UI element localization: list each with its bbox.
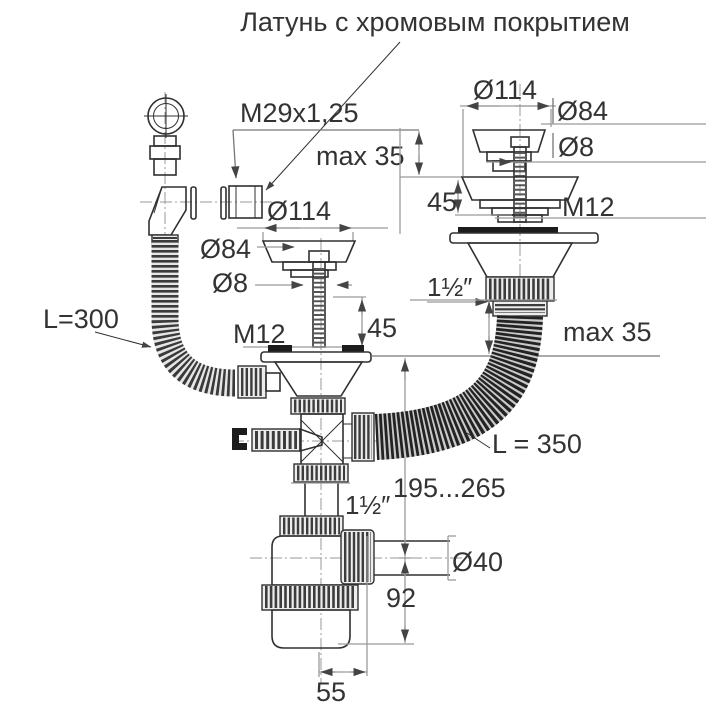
- bottle-trap: [261, 515, 450, 649]
- label-max-thickness-right: max 35: [563, 317, 652, 347]
- overflow-cap-side-view: [149, 135, 181, 176]
- label-outlet-height: 92: [386, 583, 416, 613]
- label-right-d8: Ø8: [558, 132, 594, 162]
- label-max-thickness-top: max 35: [316, 141, 405, 171]
- strainer-mid-dim114: [237, 223, 388, 241]
- label-hose-left-length: L=300: [43, 304, 119, 334]
- label-right-inch: 1½″: [427, 272, 472, 302]
- label-right-45: 45: [427, 187, 457, 217]
- label-trap-offset: 55: [316, 677, 346, 707]
- label-height-range: 195...265: [393, 473, 506, 503]
- hose-left-leader: [94, 331, 152, 348]
- trap-offset-dim: [318, 536, 368, 677]
- label-right-m12: M12: [562, 192, 615, 222]
- label-hose-right-length: L = 350: [492, 429, 582, 459]
- strainer-right-dim114: [460, 101, 556, 176]
- overflow-elbow: [148, 186, 187, 245]
- label-right-d84: Ø84: [557, 96, 608, 126]
- hose-right-leader: [466, 432, 491, 449]
- label-outlet-diameter: Ø40: [452, 547, 503, 577]
- label-mid-d114: Ø114: [267, 196, 331, 226]
- overflow-cap-front-view: [144, 94, 188, 138]
- label-right-d114: Ø114: [473, 75, 537, 105]
- strainer-mid-dim45: [333, 296, 367, 347]
- height-dimensions: [338, 358, 414, 645]
- overflow-gaskets: [190, 186, 227, 220]
- outlet-dim40: [447, 535, 456, 581]
- corrugated-hose-left: [151, 240, 236, 397]
- label-mid-inch: 1½″: [345, 490, 390, 520]
- strainer-right-dim45: [453, 180, 512, 216]
- dishwasher-barb-fitting: [232, 427, 323, 453]
- title-leader-line: [265, 41, 401, 191]
- label-mid-45: 45: [367, 313, 397, 343]
- title-material: Латунь с хромовым покрытием: [240, 7, 630, 37]
- label-mid-d8: Ø8: [212, 268, 248, 298]
- strainer-right-lower-bowl: [400, 176, 580, 223]
- sink-flange-right: [449, 227, 599, 317]
- corrugated-hose-right: [374, 314, 543, 460]
- overflow-thread-leader: [231, 129, 240, 179]
- overflow-nut-m29: [228, 185, 263, 219]
- label-mid-d84: Ø84: [200, 234, 251, 264]
- max-thickness-right-dim: [410, 299, 557, 354]
- label-mid-m12: M12: [233, 319, 286, 349]
- siphon-body: [237, 361, 375, 518]
- label-overflow-thread: M29x1,25: [240, 98, 359, 128]
